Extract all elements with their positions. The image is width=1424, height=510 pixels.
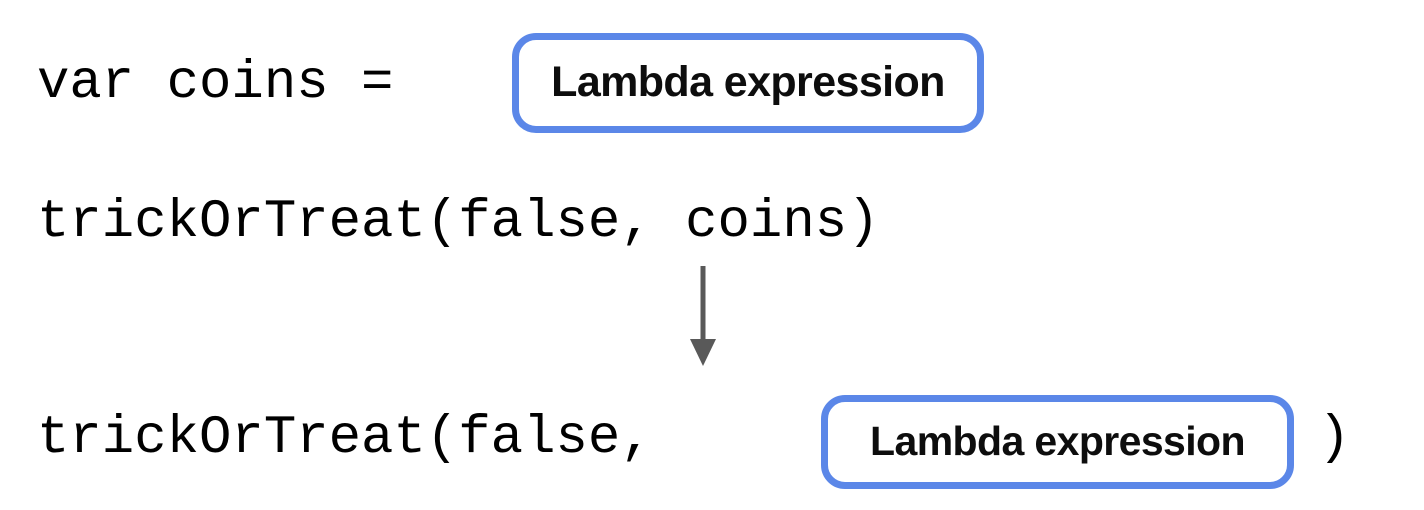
lambda-expression-chip-label: Lambda expression <box>870 417 1245 464</box>
code-line-trickortreat-coins: trickOrTreat(false, coins) <box>37 192 880 253</box>
arrow-down-icon <box>686 263 720 369</box>
code-closing-paren: ) <box>1318 408 1351 469</box>
code-line-trickortreat-trailing-lambda: trickOrTreat(false, <box>37 408 686 469</box>
lambda-expression-chip-inline[interactable]: Lambda expression <box>821 395 1294 489</box>
lambda-expression-chip-assigned[interactable]: Lambda expression <box>512 33 984 133</box>
code-line-var-coins: var coins = <box>37 53 426 114</box>
lambda-expression-chip-label: Lambda expression <box>551 57 945 106</box>
